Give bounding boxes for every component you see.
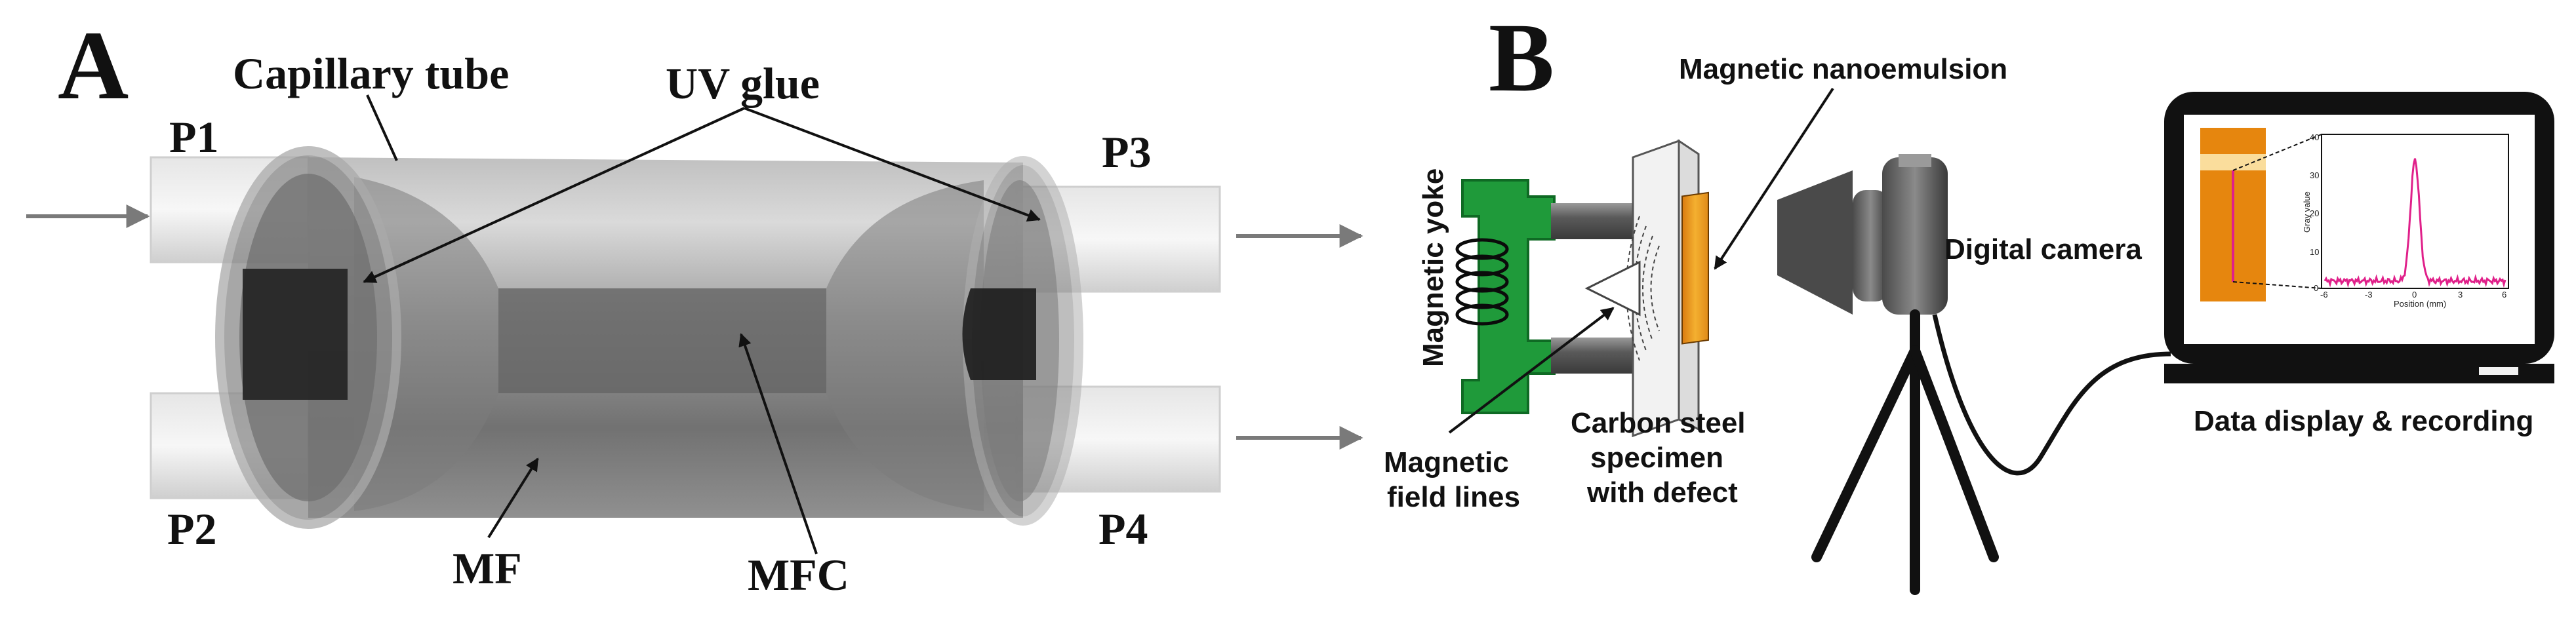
inset-plot-frame [2321, 134, 2509, 289]
right-glue-block [962, 288, 1036, 380]
label-data-display: Data display & recording [2194, 405, 2533, 437]
label-uv-glue: UV glue [666, 58, 820, 108]
leader-mf [487, 457, 539, 539]
coil [1455, 238, 1509, 326]
laptop-hinge-detail [2479, 367, 2518, 375]
inset-ylabel: Gray value [2302, 191, 2312, 233]
label-field-lines-2: field lines [1387, 481, 1520, 513]
inset-ytick-1: 10 [2310, 247, 2319, 257]
laptop: Gray value Position (mm) 0 10 20 30 40 -… [2164, 92, 2554, 383]
camera-top [1899, 154, 1931, 167]
inset-xtick-3: 3 [2458, 290, 2463, 300]
yoke-rod-top [1551, 203, 1643, 239]
defect-notch [1584, 260, 1641, 317]
label-p4: P4 [1098, 504, 1148, 554]
label-magnetic-yoke: Magnetic yoke [1417, 168, 1449, 367]
leader-field-lines [1448, 307, 1615, 434]
screen-zoom-line-bottom [2232, 281, 2322, 289]
leader-uv-right [744, 107, 1041, 222]
magnetic-yoke [1455, 179, 1643, 414]
mfc-core [498, 288, 826, 393]
label-field-lines-1: Magnetic [1384, 446, 1509, 478]
inset-plot-line [2324, 158, 2506, 288]
inset-xtick-0: -6 [2320, 290, 2328, 300]
label-capillary-tube: Capillary tube [233, 48, 509, 98]
screen-specimen-band [2200, 154, 2266, 170]
label-mf: MF [453, 543, 522, 593]
laptop-base [2164, 364, 2554, 383]
inset-plot: Gray value Position (mm) 0 10 20 30 40 -… [2302, 132, 2509, 309]
label-p1: P1 [169, 112, 219, 162]
inset-ytick-0: 0 [2314, 283, 2318, 293]
inset-xtick-1: -3 [2365, 290, 2373, 300]
camera-lens [1853, 190, 1889, 301]
inset-xtick-4: 6 [2502, 290, 2506, 300]
inset-xlabel: Position (mm) [2394, 299, 2446, 309]
camera-body [1882, 157, 1948, 315]
leader-nanoemulsion [1714, 87, 1834, 270]
label-mfc: MFC [748, 550, 849, 600]
tripod [1811, 309, 1999, 595]
inset-ytick-3: 30 [2310, 170, 2319, 180]
leader-capillary [366, 94, 398, 161]
panel-a: A Capillary tube UV glue P1 P2 P3 P4 MF … [26, 11, 1363, 600]
label-carbon-steel-3: with defect [1586, 476, 1738, 509]
label-p3: P3 [1102, 127, 1152, 177]
digital-camera [1777, 154, 1948, 315]
camera-lens-hood [1777, 170, 1853, 315]
inset-xtick-2: 0 [2412, 290, 2417, 300]
panel-a-letter: A [58, 11, 129, 120]
label-carbon-steel-1: Carbon steel [1571, 407, 1746, 439]
camera-cable [1932, 314, 2171, 476]
screen-zoom-line-top [2232, 134, 2322, 171]
leader-mfc [738, 333, 818, 554]
carbon-steel-specimen [1584, 139, 1709, 438]
panel-b-letter: B [1489, 3, 1554, 112]
label-carbon-steel-2: specimen [1590, 442, 1723, 474]
yoke-rod-bottom [1551, 338, 1643, 374]
left-glue-block [243, 269, 348, 400]
panel-b: B [1384, 3, 2554, 595]
specimen-emulsion-strip [1681, 191, 1709, 345]
label-magnetic-nanoemulsion: Magnetic nanoemulsion [1679, 53, 2007, 85]
inset-ytick-4: 40 [2310, 132, 2319, 142]
label-p2: P2 [167, 504, 217, 554]
inset-ytick-2: 20 [2310, 208, 2319, 218]
label-digital-camera: Digital camera [1944, 233, 2142, 265]
leader-uv-left [363, 107, 745, 283]
